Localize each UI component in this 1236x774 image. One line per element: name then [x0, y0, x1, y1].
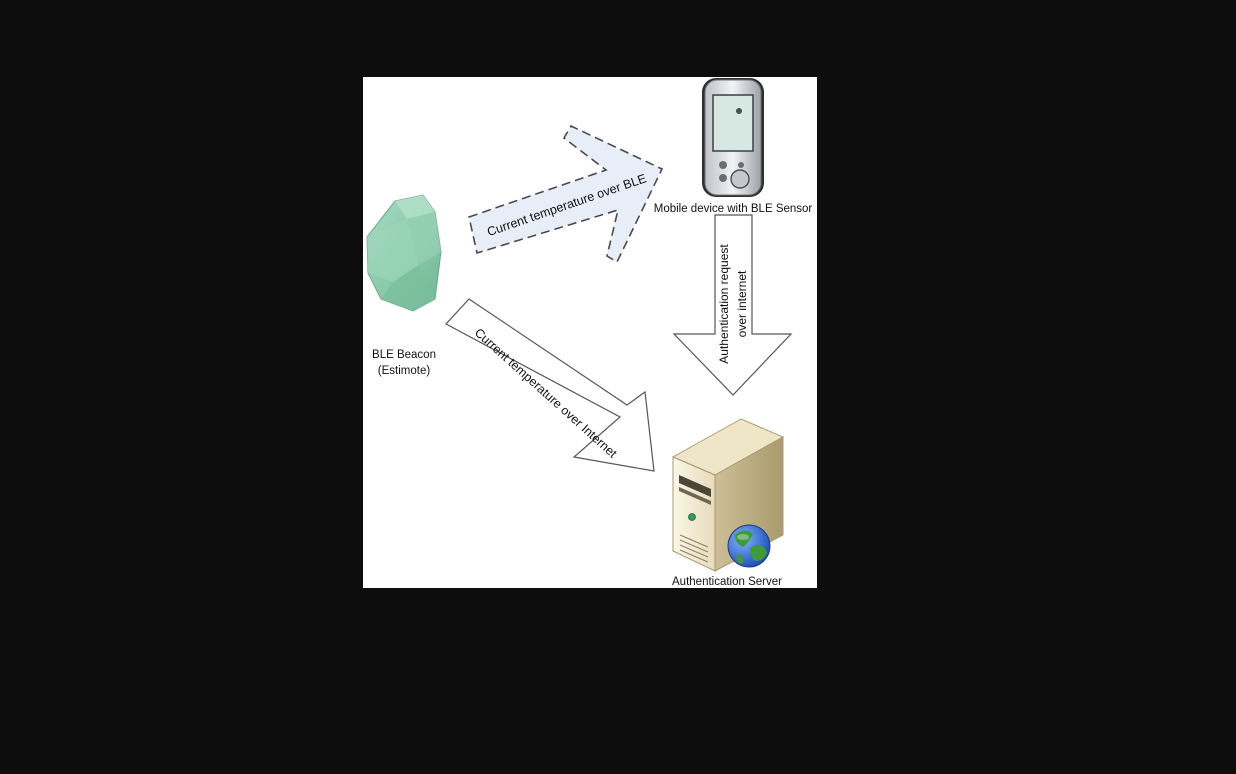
edge-mobile-to-server: Authentication request over internet — [672, 214, 793, 396]
node-ble-beacon: BLE Beacon (Estimote) — [366, 194, 442, 377]
mobile-label: Mobile device with BLE Sensor — [654, 203, 813, 215]
edge-beacon-to-server: Current temperature over Internet — [445, 298, 655, 472]
ble-dashed-arrow — [468, 124, 664, 264]
node-authentication-server: Authentication Server — [671, 418, 785, 588]
diagram-canvas: Current temperature over BLE Current tem… — [366, 78, 813, 588]
beacon-stone-icon — [366, 194, 442, 312]
server-label: Authentication Server — [672, 576, 782, 588]
edge-label-auth-line2: over internet — [735, 270, 749, 337]
node-mobile-device: Mobile device with BLE Sensor — [654, 78, 813, 215]
beacon-label-line2: (Estimote) — [378, 365, 431, 377]
edge-beacon-to-mobile: Current temperature over BLE — [468, 124, 664, 264]
auth-request-arrow — [672, 214, 793, 396]
globe-icon — [727, 524, 771, 568]
edge-label-auth-line1: Authentication request — [717, 244, 731, 364]
diagram-figure: Current temperature over BLE Current tem… — [363, 77, 817, 588]
beacon-label-line1: BLE Beacon — [372, 349, 436, 361]
pda-phone-icon — [702, 78, 764, 197]
internet-arrow — [445, 298, 655, 472]
